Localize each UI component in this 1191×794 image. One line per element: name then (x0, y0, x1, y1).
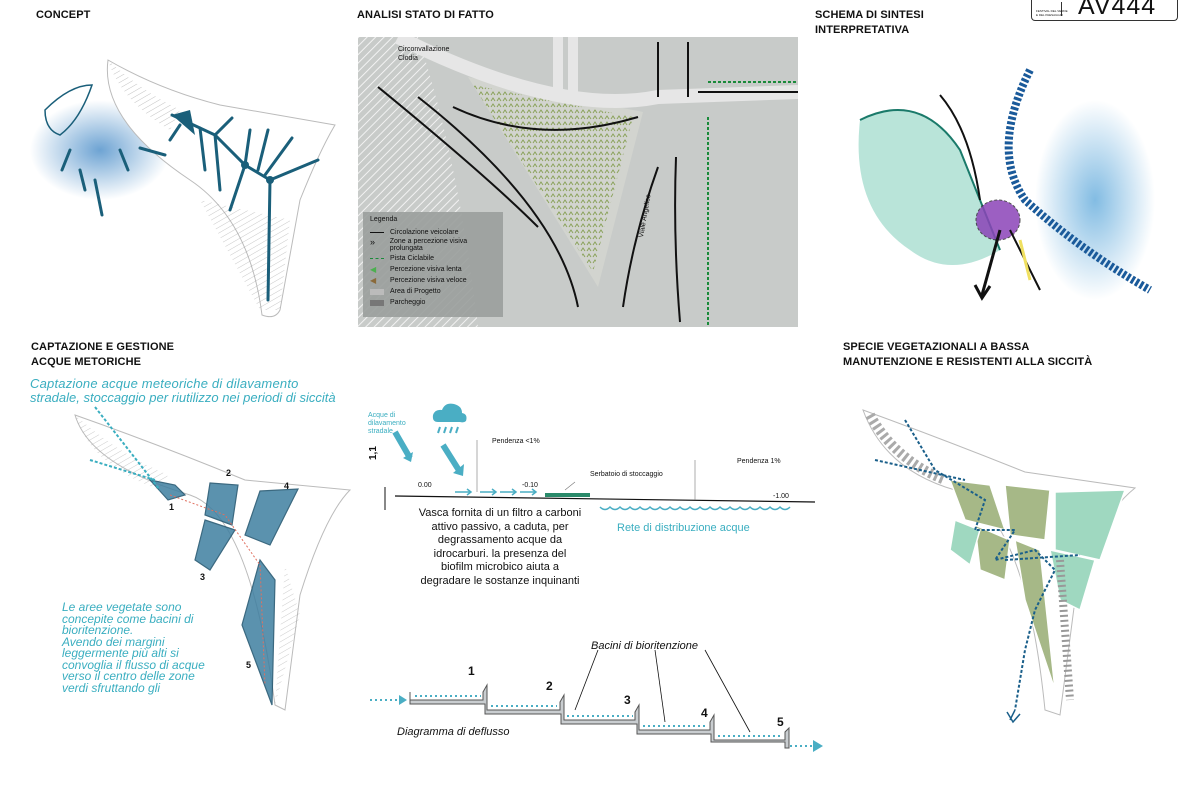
captazione-plan (74, 406, 352, 711)
schema-diagram (858, 68, 1155, 301)
basin-number-5: 5 (246, 660, 252, 670)
specie-plan (862, 409, 1137, 724)
rain-cloud-icon (432, 403, 467, 434)
deflusso-diagram (370, 649, 823, 752)
basin-number-3: 3 (200, 572, 206, 582)
analisi-heading: ANALISI STATO DI FATTO (357, 9, 494, 21)
section-drawing (384, 430, 816, 511)
captazione-intro-line1: Captazione acque meteoriche di dilavamen… (30, 376, 299, 391)
basin-number-4: 4 (284, 481, 290, 491)
serbatoio-label: Serbatoio di stoccaggio (590, 471, 663, 478)
level-2: -0.10 (522, 482, 538, 489)
pendenza-2: Pendenza 1% (737, 458, 781, 465)
legend-item: »Zone a percezione visiva prolungata (370, 237, 468, 253)
specie-heading-line1: SPECIE VEGETAZIONALI A BASSA (843, 341, 1030, 353)
map-label-circ-2: Clodia (398, 55, 418, 62)
map-legend: Circolazione veicolare »Zone a percezion… (370, 227, 500, 308)
legend-item: Parcheggio (370, 297, 500, 308)
captazione-heading-line1: CAPTAZIONE E GESTIONE (31, 341, 175, 353)
basin-number-1: 1 (169, 502, 175, 512)
project-badge: FESTIVAL DEL VERDE E DEL PAESAGGIO AV444 (1031, 0, 1178, 21)
specie-heading-line2: MANUTENZIONE E RESISTENTI ALLA SICCITÀ (843, 356, 1093, 368)
badge-code: AV444 (1078, 0, 1157, 20)
legend-item: Area di Progetto (370, 286, 500, 297)
deflusso-title: Diagramma di deflusso (397, 726, 510, 738)
acque-label: Acque di dilavamento stradale (368, 412, 406, 435)
legend-item: ◀Percezione visiva lenta (370, 265, 462, 274)
captazione-note: Le aree vegetate sono concepite come bac… (62, 600, 205, 695)
step-3: 3 (624, 693, 631, 707)
section-height: 1,1 (368, 446, 379, 460)
step-2: 2 (546, 679, 553, 693)
bacini-label: Bacini di bioritenzione (591, 640, 699, 652)
step-4: 4 (701, 706, 708, 720)
captazione-intro-line2: stradale, stoccaggio per riutilizzo nei … (30, 390, 336, 405)
basin-number-2: 2 (226, 468, 232, 478)
legend-item: Pista Ciclabile (370, 253, 500, 264)
map-label-circ-1: Circonvallazione (398, 46, 450, 53)
concept-diagram (30, 59, 336, 318)
step-5: 5 (777, 715, 784, 729)
legend-item: Circolazione veicolare (370, 227, 500, 238)
concept-heading: CONCEPT (36, 9, 91, 21)
schema-heading-line1: SCHEMA DI SINTESI (815, 9, 924, 21)
pendenza-1: Pendenza <1% (492, 438, 540, 445)
rete-label: Rete di distribuzione acque (617, 522, 750, 534)
analisi-map: Circonvallazione Clodia Viale Angelico L… (358, 37, 798, 327)
step-1: 1 (468, 664, 475, 678)
vasca-note: Vasca fornita di un filtro a carboni att… (418, 507, 582, 587)
level-1: 0.00 (418, 482, 432, 489)
legend-item: ◀Percezione visiva veloce (370, 276, 467, 285)
legend-title: Legenda (370, 216, 398, 223)
badge-line1: FESTIVAL DEL VERDE (1036, 9, 1068, 13)
captazione-heading-line2: ACQUE METORICHE (31, 356, 142, 368)
level-3: -1.00 (773, 493, 789, 500)
badge-line2: E DEL PAESAGGIO (1036, 13, 1064, 17)
schema-heading-line2: INTERPRETATIVA (815, 24, 910, 36)
